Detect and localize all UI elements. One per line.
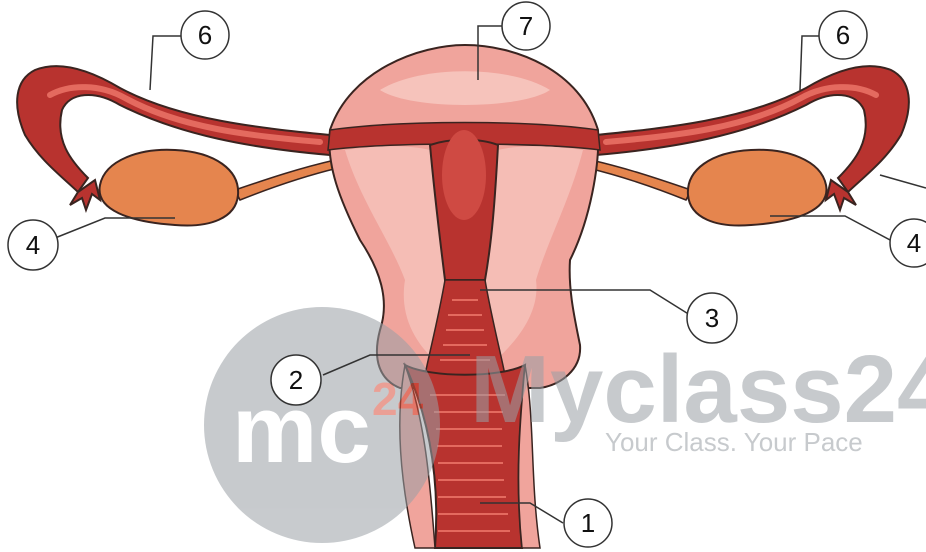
right-ovarian-ligament bbox=[588, 160, 691, 200]
svg-text:6: 6 bbox=[836, 20, 850, 50]
watermark: mc 24 Myclass24 Your Class. Your Pace bbox=[204, 307, 926, 543]
label-6-right: 6 bbox=[819, 11, 867, 59]
label-1: 1 bbox=[564, 499, 612, 547]
left-ovary bbox=[100, 150, 239, 226]
svg-text:7: 7 bbox=[519, 11, 533, 41]
svg-text:4: 4 bbox=[26, 230, 40, 260]
watermark-logo-superscript: 24 bbox=[372, 373, 424, 425]
uterine-cavity-inner bbox=[442, 130, 486, 220]
label-4-right: 4 bbox=[890, 219, 926, 267]
left-ovarian-ligament bbox=[235, 160, 338, 200]
label-2: 2 bbox=[271, 355, 321, 405]
label-3: 3 bbox=[687, 293, 737, 343]
svg-text:4: 4 bbox=[907, 228, 921, 258]
svg-text:2: 2 bbox=[289, 365, 303, 395]
leader-5-right bbox=[880, 175, 926, 188]
leader-6-left bbox=[150, 36, 183, 90]
svg-text:6: 6 bbox=[198, 20, 212, 50]
right-ovary bbox=[688, 150, 827, 226]
label-6-left: 6 bbox=[181, 11, 229, 59]
svg-text:1: 1 bbox=[581, 508, 595, 538]
svg-text:3: 3 bbox=[705, 303, 719, 333]
label-7: 7 bbox=[502, 2, 550, 50]
label-4-left: 4 bbox=[8, 220, 58, 270]
watermark-tagline: Your Class. Your Pace bbox=[605, 427, 863, 457]
